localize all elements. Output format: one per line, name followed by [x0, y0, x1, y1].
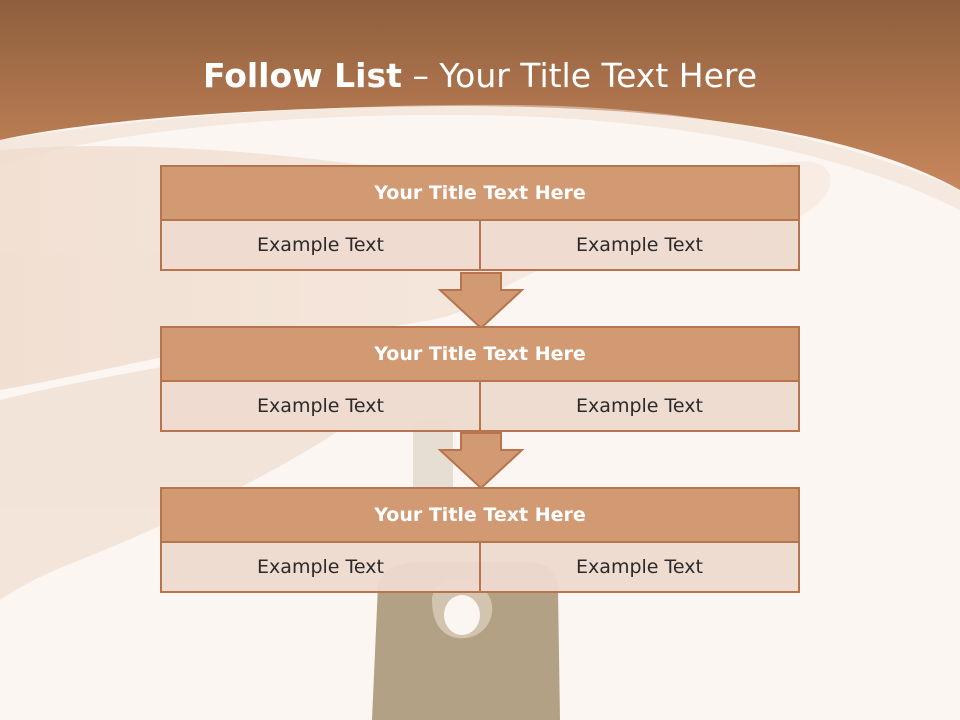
- header-band: [0, 0, 960, 190]
- step-block-2-title: Your Title Text Here: [160, 326, 800, 382]
- down-arrow-icon: [438, 432, 524, 490]
- step-block-1-cell-left: Example Text: [257, 234, 384, 256]
- step-block-3: Your Title Text Here Example Text Exampl…: [160, 487, 800, 593]
- step-block-1-row: Example Text Example Text: [160, 221, 800, 271]
- step-block-3-cell-right: Example Text: [479, 543, 798, 591]
- step-block-2-cell-right: Example Text: [479, 382, 798, 430]
- step-block-1-cell-right: Example Text: [479, 221, 798, 269]
- header-swoosh: [0, 104, 960, 210]
- step-block-3-row: Example Text Example Text: [160, 543, 800, 593]
- step-block-1: Your Title Text Here Example Text Exampl…: [160, 165, 800, 271]
- slide-title-main: Follow List: [202, 56, 402, 95]
- step-block-3-cell-left: Example Text: [257, 556, 384, 578]
- slide-title: Follow List – Your Title Text Here: [0, 56, 960, 96]
- step-block-2-cell-left: Example Text: [257, 395, 384, 417]
- down-arrow-icon: [438, 272, 524, 330]
- step-block-3-title: Your Title Text Here: [160, 487, 800, 543]
- key-tag-photo: [372, 420, 560, 720]
- step-block-2: Your Title Text Here Example Text Exampl…: [160, 326, 800, 432]
- step-block-2-row: Example Text Example Text: [160, 382, 800, 432]
- slide-title-sub: – Your Title Text Here: [401, 56, 758, 95]
- step-block-1-title: Your Title Text Here: [160, 165, 800, 221]
